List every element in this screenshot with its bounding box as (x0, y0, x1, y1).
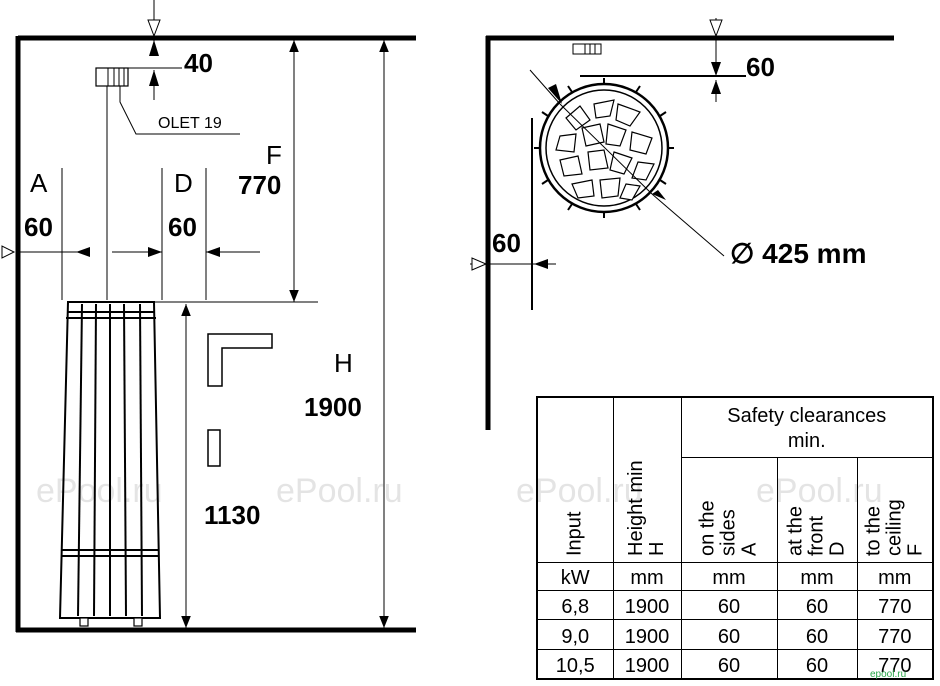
side-dimension-60 (470, 118, 556, 310)
label-A-letter: A (30, 168, 48, 198)
label-top-60: 60 (746, 52, 775, 82)
table-cell: 770 (856, 619, 934, 650)
dimension-D (112, 247, 260, 257)
unit-cell: mm (680, 562, 778, 592)
table-cell: 60 (776, 619, 858, 650)
label-A-value: 60 (24, 212, 53, 242)
sensor-dimension-40 (128, 0, 182, 100)
top-view-walls (485, 35, 894, 430)
watermark-small: epool.ru (870, 669, 907, 680)
label-side-60: 60 (492, 228, 521, 258)
label-40: 40 (184, 48, 213, 78)
table-cell: 1900 (612, 619, 682, 650)
table-cell: 60 (776, 648, 858, 680)
table-cell: 60 (680, 619, 778, 650)
watermark-2: ePool.ru (276, 472, 403, 510)
side-view (1, 0, 416, 633)
table-cell: 60 (680, 648, 778, 680)
table-cell: 60 (776, 590, 858, 621)
top-view (470, 18, 894, 430)
label-height-1130: 1130 (204, 500, 261, 530)
label-diameter: ∅ 425 mm (730, 238, 867, 269)
unit-cell: mm (856, 562, 934, 592)
unit-cell: kW (536, 562, 614, 592)
table-units-row: kW mm mm mm mm (536, 562, 934, 592)
dimension-A (1, 245, 90, 259)
watermark-1: ePool.ru (36, 472, 163, 510)
col-header-input: Input (536, 396, 614, 564)
table-cell: 9,0 (536, 619, 614, 650)
temperature-sensor-icon (95, 67, 240, 135)
control-unit-icon (207, 333, 273, 467)
sauna-heater (58, 301, 162, 627)
table-cell: 1900 (612, 648, 682, 680)
table-row: 9,0 1900 60 60 770 (536, 619, 934, 650)
table-cell: 770 (856, 648, 934, 680)
side-view-walls (15, 35, 416, 633)
label-H-value: 1900 (304, 392, 362, 422)
table-row: 10,5 1900 60 60 770 (536, 648, 934, 680)
table-row: 6,8 1900 60 60 770 (536, 590, 934, 621)
unit-cell: mm (612, 562, 682, 592)
top-dimension-60 (572, 18, 746, 102)
table-cell: 6,8 (536, 590, 614, 621)
table-cell: 60 (680, 590, 778, 621)
label-F-value: 770 (238, 170, 282, 200)
unit-cell: mm (776, 562, 858, 592)
label-H-letter: H (334, 348, 353, 378)
table-cell: 770 (856, 590, 934, 621)
label-F-letter: F (266, 140, 282, 170)
table-cell: 10,5 (536, 648, 614, 680)
label-D-letter: D (174, 168, 193, 198)
label-olet-19: OLET 19 (158, 115, 222, 132)
label-D-value: 60 (168, 212, 197, 242)
table-cell: 1900 (612, 590, 682, 621)
table-caption: Safety clearances min. (680, 396, 934, 458)
diameter-leader (529, 69, 725, 257)
